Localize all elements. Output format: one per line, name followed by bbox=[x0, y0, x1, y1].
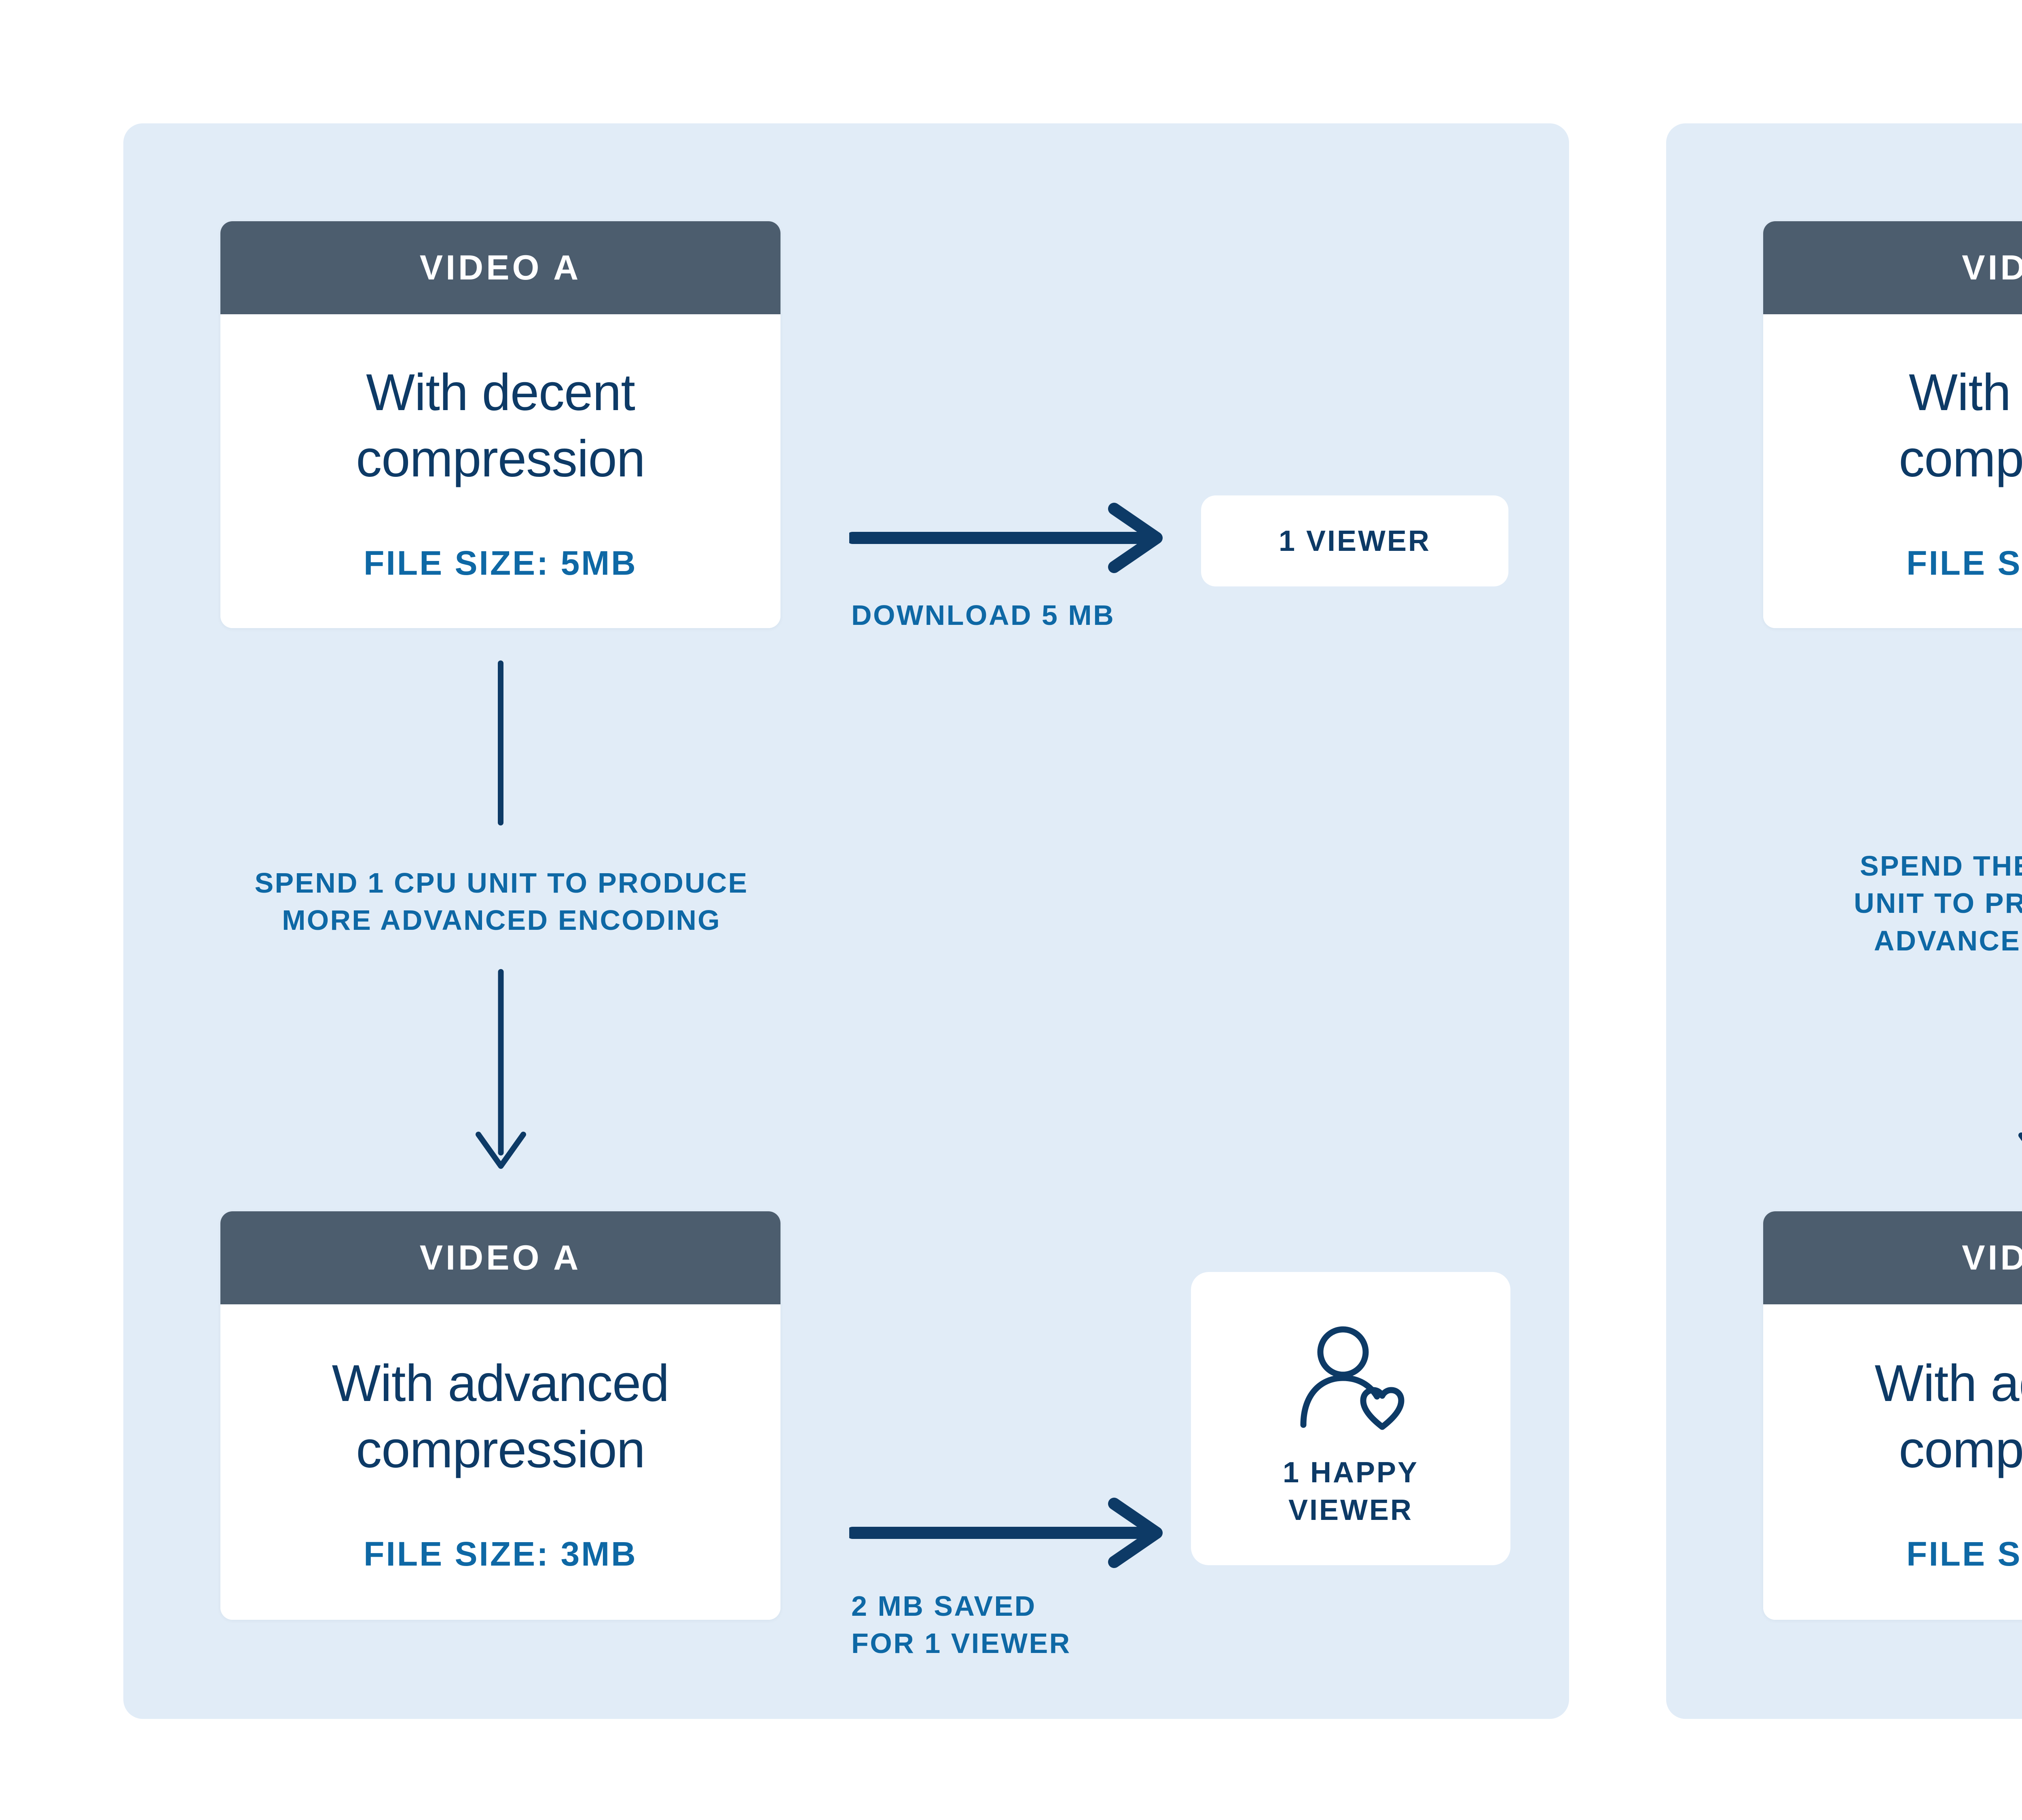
card-title: With decent compression bbox=[356, 363, 645, 488]
card-filesize: FILE SIZE: 5MB bbox=[1906, 544, 2022, 582]
card-header-label: VIDEO A bbox=[419, 1238, 582, 1277]
card-header-label: VIDEO B bbox=[1962, 248, 2022, 287]
happy-viewer-label: 1 HAPPY VIEWER bbox=[1282, 1456, 1419, 1526]
card-header: VIDEO A bbox=[220, 1211, 780, 1304]
card-title: With advanced compression bbox=[332, 1354, 670, 1479]
arrow-right-icon bbox=[849, 1496, 1173, 1569]
card-title: With advanced compression bbox=[1874, 1354, 2022, 1479]
viewer-count-pill: 1 VIEWER bbox=[1201, 495, 1508, 586]
card-filesize: FILE SIZE: 5MB bbox=[364, 544, 637, 582]
card-header-label: VIDEO A bbox=[419, 248, 582, 287]
card-body: With decent compression FILE SIZE: 5MB bbox=[1763, 314, 2022, 628]
vertical-arrow-stem-upper bbox=[498, 660, 503, 825]
video-b-advanced-card: VIDEO B With advanced compression FILE S… bbox=[1763, 1211, 2022, 1620]
arrow-down-icon bbox=[2012, 989, 2022, 1175]
card-filesize: FILE SIZE: 3MB bbox=[364, 1535, 637, 1573]
viewer-count-label: 1 VIEWER bbox=[1278, 525, 1431, 557]
cpu-encoding-label: SPEND THE SAME 1 CPU UNIT TO PRODUCE MOR… bbox=[1854, 850, 2022, 957]
panel-video-b: VIDEO B With decent compression FILE SIZ… bbox=[1666, 123, 2022, 1719]
cpu-encoding-label: SPEND 1 CPU UNIT TO PRODUCE MORE ADVANCE… bbox=[254, 867, 749, 936]
card-header: VIDEO B bbox=[1763, 1211, 2022, 1304]
card-body: With advanced compression FILE SIZE: 3MB bbox=[220, 1304, 780, 1620]
card-header: VIDEO A bbox=[220, 221, 780, 314]
top-arrow-label: DOWNLOAD 5 MB bbox=[851, 599, 1115, 631]
card-header-label: VIDEO B bbox=[1962, 1238, 2022, 1277]
card-body: With decent compression FILE SIZE: 5MB bbox=[220, 314, 780, 628]
arrow-right-icon bbox=[849, 502, 1173, 574]
single-happy-viewer-icon bbox=[1284, 1321, 1417, 1438]
video-a-decent-card: VIDEO A With decent compression FILE SIZ… bbox=[220, 221, 780, 628]
video-b-decent-card: VIDEO B With decent compression FILE SIZ… bbox=[1763, 221, 2022, 628]
card-body: With advanced compression FILE SIZE: 3MB bbox=[1763, 1304, 2022, 1620]
arrow-down-icon bbox=[470, 969, 532, 1175]
panel-video-a: VIDEO A With decent compression FILE SIZ… bbox=[123, 123, 1569, 1719]
card-filesize: FILE SIZE: 3MB bbox=[1906, 1535, 2022, 1573]
happy-viewer-tile: 1 HAPPY VIEWER bbox=[1191, 1272, 1510, 1565]
card-title: With decent compression bbox=[1899, 363, 2022, 488]
video-a-advanced-card: VIDEO A With advanced compression FILE S… bbox=[220, 1211, 780, 1620]
card-header: VIDEO B bbox=[1763, 221, 2022, 314]
bottom-arrow-label: 2 MB SAVED FOR 1 VIEWER bbox=[851, 1590, 1071, 1659]
